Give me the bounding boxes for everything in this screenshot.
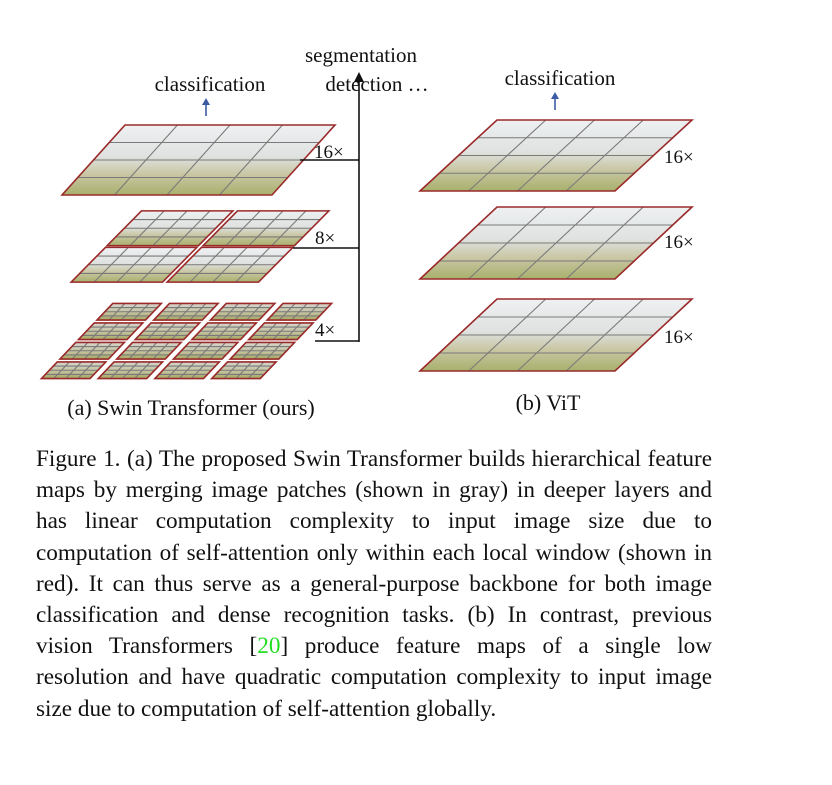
swin-layer-4x — [39, 302, 334, 380]
attention-window — [114, 341, 183, 360]
attention-window — [208, 302, 277, 321]
vit-layer-1 — [417, 119, 695, 192]
attention-window — [58, 341, 127, 360]
caption-text-part-1: Figure 1. (a) The proposed Swin Transfor… — [36, 446, 712, 660]
attention-window — [246, 322, 315, 341]
attention-window — [153, 361, 222, 380]
vit-layer-2-label: 16× — [664, 232, 694, 253]
attention-window — [417, 119, 695, 192]
swin-subcaption: (a) Swin Transformer (ours) — [67, 395, 314, 420]
attention-window — [190, 322, 259, 341]
citation-link[interactable]: 20 — [257, 633, 281, 660]
swin-classification-arrow — [202, 98, 210, 116]
caption-text-part-2: ] produce feature maps of a single low r… — [36, 633, 712, 722]
multi-scale-connector — [293, 80, 360, 342]
vit-classification-arrow — [551, 92, 559, 110]
vit-layer-3 — [417, 298, 695, 372]
swin-layer-8x — [69, 210, 331, 283]
figure-caption: Figure 1. (a) The proposed Swin Transfor… — [36, 444, 712, 725]
swin-hierarchical-stages — [39, 124, 337, 380]
attention-window — [105, 210, 235, 247]
vit-subcaption: (b) ViT — [516, 390, 581, 415]
attention-window — [228, 341, 297, 360]
swin-layer-16x — [60, 124, 337, 196]
dense-label-segmentation: segmentation — [305, 43, 417, 67]
swin-stage-8x-label: 8× — [315, 228, 335, 249]
dense-prediction-arrowhead — [354, 72, 364, 82]
figure-1-diagram: classification segmentation detection … … — [39, 43, 695, 420]
attention-window — [209, 361, 278, 380]
vit-single-resolution-stages — [417, 119, 695, 372]
swin-classification-label: classification — [155, 72, 266, 96]
attention-window — [60, 124, 337, 196]
vit-layer-2 — [417, 206, 695, 280]
swin-stage-4x-label: 4× — [315, 320, 335, 341]
attention-window — [171, 341, 240, 360]
dense-label-detection: detection … — [325, 72, 428, 96]
attention-window — [165, 246, 295, 283]
vit-layer-3-label: 16× — [664, 327, 694, 348]
attention-window — [151, 302, 220, 321]
attention-window — [265, 302, 334, 321]
attention-window — [417, 298, 695, 372]
attention-window — [95, 302, 164, 321]
attention-window — [201, 210, 331, 247]
vit-classification-label: classification — [505, 66, 616, 90]
swin-stage-16x-label: 16× — [314, 142, 344, 163]
attention-window — [96, 361, 165, 380]
attention-window — [133, 322, 202, 341]
attention-window — [39, 361, 108, 380]
attention-window — [69, 246, 199, 283]
vit-layer-1-label: 16× — [664, 147, 694, 168]
attention-window — [417, 206, 695, 280]
attention-window — [76, 322, 145, 341]
